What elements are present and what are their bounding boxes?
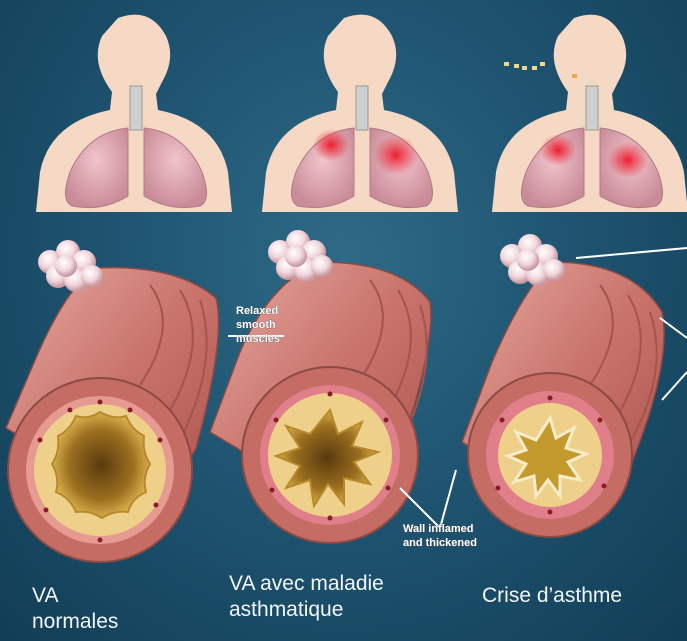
torso-normal [36,15,232,212]
relaxed-label: smooth [236,319,276,331]
torso-attack [492,15,687,212]
relaxed-label: muscles [236,333,280,345]
pointer-line [440,470,456,528]
caption-normal: VA normales [32,583,118,635]
alveoli-cluster [268,230,333,282]
relaxed-label: Relaxed [236,305,278,317]
airway-asthmatic [210,230,431,543]
pointer-line [576,248,687,258]
inflammation-spot [540,134,576,166]
caption-asthmatic: VA avec maladie asthmatique [229,571,384,623]
pointer-line [400,488,440,528]
airway-normal [6,240,219,562]
wall-label: and thickened [403,537,477,549]
torso-asthmatic [262,15,458,212]
inflammation-spot [313,129,349,161]
inflammation-spot [608,142,648,178]
alveoli-cluster [38,240,103,292]
inflammation-spot [374,135,418,175]
caption-attack: Crise d’asthme [482,583,622,609]
pointer-line [662,372,687,400]
trachea [130,86,142,130]
wall-label: Wall inflamed [403,523,474,535]
trachea [356,86,368,130]
airway-attack [462,234,687,537]
alveoli-cluster [500,234,565,286]
trachea [586,86,598,130]
